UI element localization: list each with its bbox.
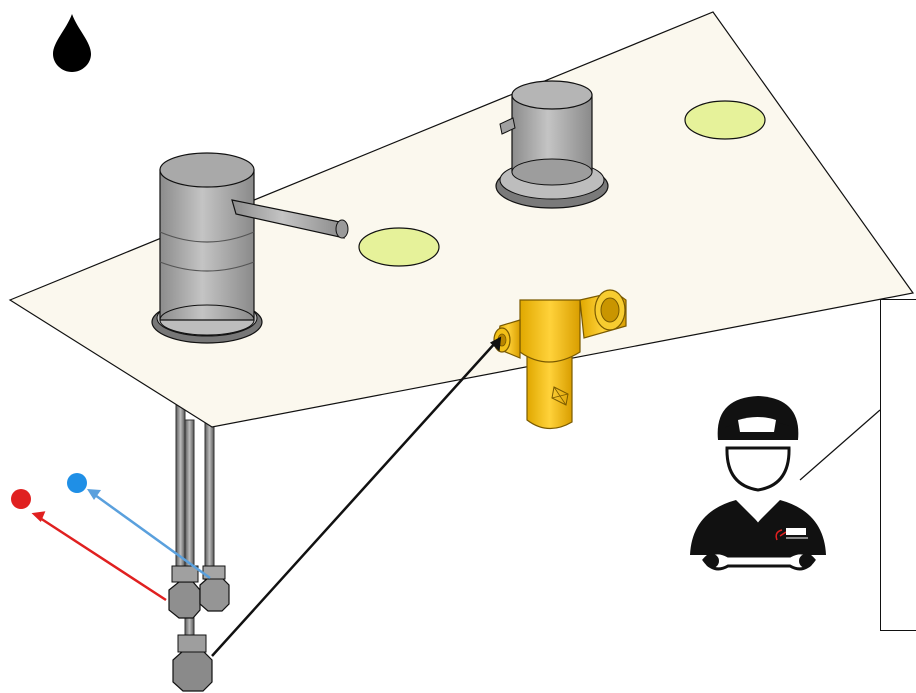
outlet-hose-nut: [173, 635, 212, 691]
hot-hose-nut: [169, 566, 200, 618]
callout-box: [880, 299, 916, 631]
hot-supply-arrow: [11, 489, 166, 600]
tap-hole-center: [359, 228, 439, 266]
callout-leader: [800, 410, 880, 480]
countertop: [10, 12, 913, 427]
tap-hole-right: [685, 101, 765, 139]
control-knob: [496, 81, 608, 208]
plumber-technician-icon: [690, 396, 826, 569]
cold-water-dot: [67, 473, 87, 493]
water-drop-icon: [53, 14, 91, 72]
hot-water-dot: [11, 489, 31, 509]
